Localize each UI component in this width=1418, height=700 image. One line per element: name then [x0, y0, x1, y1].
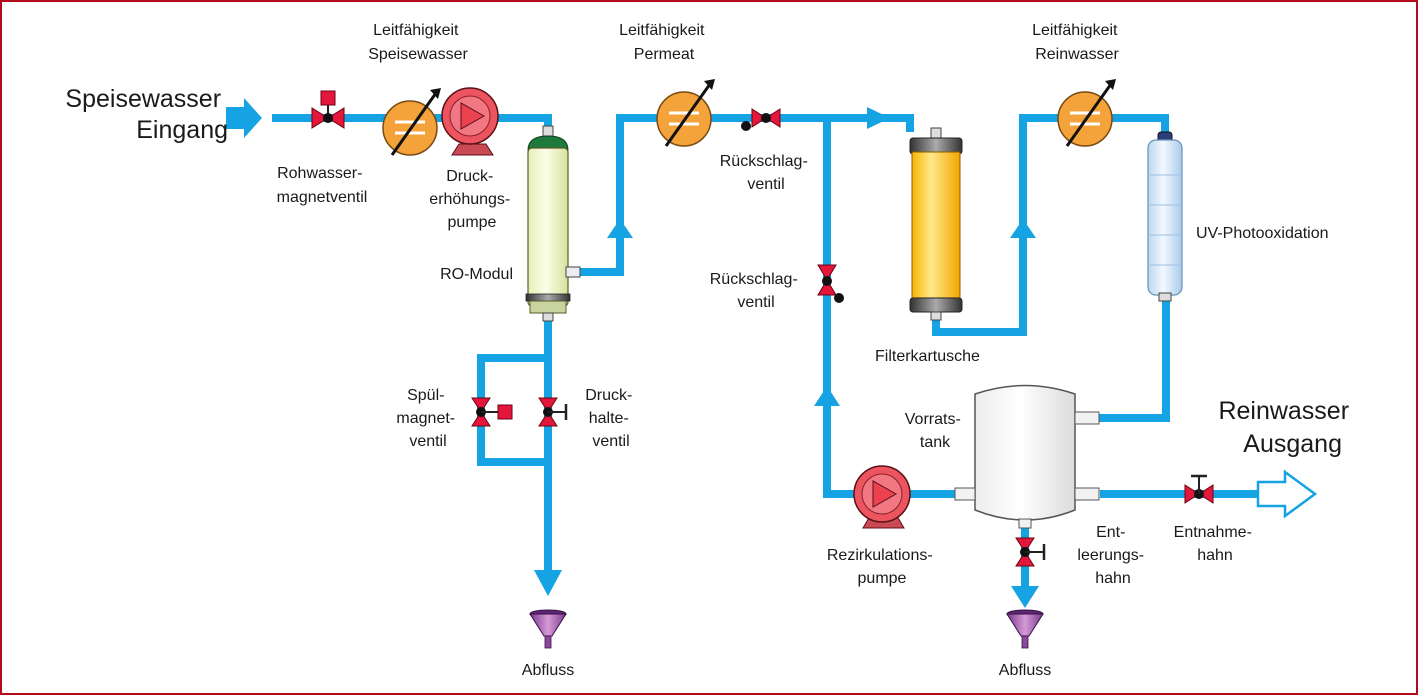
pure-outlet-label: Reinwasser Ausgang — [1218, 397, 1356, 458]
filter-cartridge — [909, 127, 963, 321]
ro-module — [525, 125, 581, 322]
tank-label: Vorrats- tank — [905, 411, 965, 451]
check-valve-mid — [817, 264, 844, 303]
check-valve-top-label: Rückschlag- ventil — [720, 153, 812, 193]
booster-pump — [441, 87, 499, 156]
drain-tap-label: Ent- leerungs- hahn — [1077, 524, 1148, 587]
check-valve-mid-label: Rückschlag- ventil — [710, 271, 802, 311]
withdrawal-tap — [1184, 474, 1214, 504]
ro-module-label: RO-Modul — [440, 266, 513, 283]
drain-left-label: Abfluss — [522, 662, 574, 679]
recirc-pump-label: Rezirkulations- pumpe — [827, 547, 937, 587]
cond-pure-label: Leitfähigkeit Reinwasser — [1032, 22, 1122, 63]
filter-label: Filterkartusche — [875, 348, 980, 365]
drain-funnel-left — [529, 609, 567, 649]
tap-label: Entnahme- hahn — [1174, 524, 1257, 564]
drain-tap — [1015, 537, 1046, 567]
flow-arrow-icon — [607, 219, 633, 238]
flow-arrows — [226, 98, 1039, 608]
pipe-recirculation — [823, 118, 962, 498]
pipe-permeate — [580, 114, 914, 276]
raw-water-solenoid-valve — [311, 90, 345, 129]
storage-tank — [954, 384, 1100, 529]
flow-arrow-icon — [1010, 219, 1036, 238]
conductivity-meter-permeate — [656, 79, 715, 147]
uv-label: UV-Photooxidation — [1196, 225, 1329, 242]
pressure-holding-valve — [538, 397, 568, 427]
drain-funnel-right — [1006, 609, 1044, 649]
pipe-uv-tank — [1095, 294, 1170, 422]
drain-right-label: Abfluss — [999, 662, 1051, 679]
conductivity-meter-pure — [1057, 79, 1116, 147]
drain-arrow-icon — [534, 570, 562, 596]
drain-arrow-icon — [1011, 586, 1039, 608]
raw-valve-label: Rohwasser- magnetventil — [277, 165, 368, 206]
recirculation-pump — [853, 465, 911, 529]
flow-arrow-icon — [814, 386, 840, 406]
booster-pump-label: Druck- erhöhungs- pumpe — [429, 168, 514, 231]
cond-permeate-label: Leitfähigkeit Permeat — [619, 22, 709, 63]
uv-photooxidation-unit — [1147, 131, 1183, 302]
flush-solenoid-valve — [471, 397, 513, 427]
outlet-arrow-icon — [1256, 469, 1318, 519]
flow-arrow-icon — [867, 107, 890, 129]
feed-inlet-label: Speisewasser Eingang — [65, 85, 228, 144]
cond-feed-label: Leitfähigkeit Speisewasser — [368, 22, 468, 63]
pressure-valve-label: Druck- halte- ventil — [585, 387, 637, 450]
conductivity-meter-feed — [382, 88, 441, 156]
inlet-arrow-icon — [226, 98, 262, 138]
labels: Speisewasser Eingang Reinwasser Ausgang … — [65, 22, 1356, 679]
check-valve-top — [741, 108, 781, 131]
flush-valve-label: Spül- magnet- ventil — [396, 387, 459, 450]
